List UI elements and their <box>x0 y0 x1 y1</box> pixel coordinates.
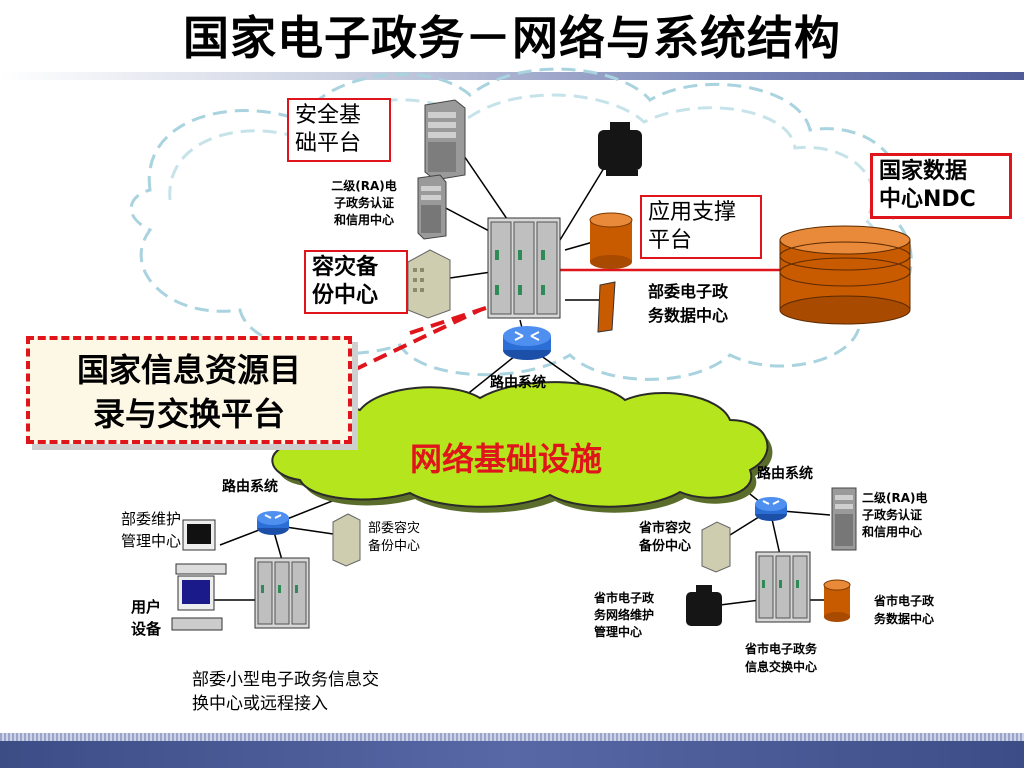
computer-icon <box>171 575 223 631</box>
ministry-small-exchange-label: 部委小型电子政务信息交 换中心或远程接入 <box>192 670 379 714</box>
province-exchange-label: 省市电子政务 信息交换中心 <box>744 642 817 674</box>
network-infra-label: 网络基础设施 <box>410 440 603 478</box>
ra-center-right-label: 二级(RA)电 子政务认证 和信用中心 <box>862 491 928 539</box>
server-tower-icon <box>424 99 466 181</box>
province-data-center-label: 省市电子政 务数据中心 <box>874 594 935 626</box>
computer-icon <box>175 519 227 575</box>
router-icon <box>503 326 551 360</box>
ministry-backup-label: 部委容灾 备份中心 <box>368 521 421 554</box>
header-divider <box>0 72 1024 80</box>
footer-bar <box>0 741 1024 768</box>
router-top-label: 路由系统 <box>490 375 546 391</box>
rack-server-icon <box>487 217 561 319</box>
tape-icon <box>597 281 616 333</box>
server-tower-icon <box>831 487 857 551</box>
ra-center-top-label: 二级(RA)电 子政务认证 和信用中心 <box>331 179 397 227</box>
national-data-center-box: 国家数据 中心NDC <box>870 153 1012 219</box>
building-icon <box>332 513 361 567</box>
router-icon <box>755 497 787 521</box>
database-cylinder-icon <box>589 212 633 269</box>
disaster-backup-box: 容灾备 份中心 <box>304 250 408 314</box>
server-tower-icon <box>417 174 447 240</box>
database-cylinder-icon <box>823 579 851 622</box>
province-net-maintenance-label: 省市电子政 务网络维护 管理中心 <box>594 591 655 639</box>
app-support-box: 应用支撑 平台 <box>640 195 762 259</box>
rack-server-icon <box>755 551 811 623</box>
user-device-label: 用户 设备 <box>130 598 161 638</box>
rack-server-icon <box>254 557 310 629</box>
building-icon <box>407 249 451 319</box>
ministry-maintenance-label: 部委维护 管理中心 <box>120 510 181 550</box>
router-left-label: 路由系统 <box>222 479 278 495</box>
database-cylinder-icon <box>779 225 911 325</box>
catalog-exchange-box: 国家信息资源目 录与交换平台 <box>26 336 352 444</box>
security-platform-box: 安全基 础平台 <box>287 98 391 162</box>
printer-icon <box>598 122 642 176</box>
footer-stripe <box>0 733 1024 741</box>
network-infra-cloud <box>271 381 773 513</box>
printer-icon <box>686 585 722 626</box>
router-icon <box>257 511 289 535</box>
router-right-label: 路由系统 <box>757 466 813 482</box>
province-backup-label: 省市容灾 备份中心 <box>638 521 691 554</box>
page-title: 国家电子政务－网络与系统结构 <box>183 11 841 65</box>
ministry-data-center-label: 部委电子政 务数据中心 <box>648 282 729 325</box>
building-icon <box>701 521 731 573</box>
